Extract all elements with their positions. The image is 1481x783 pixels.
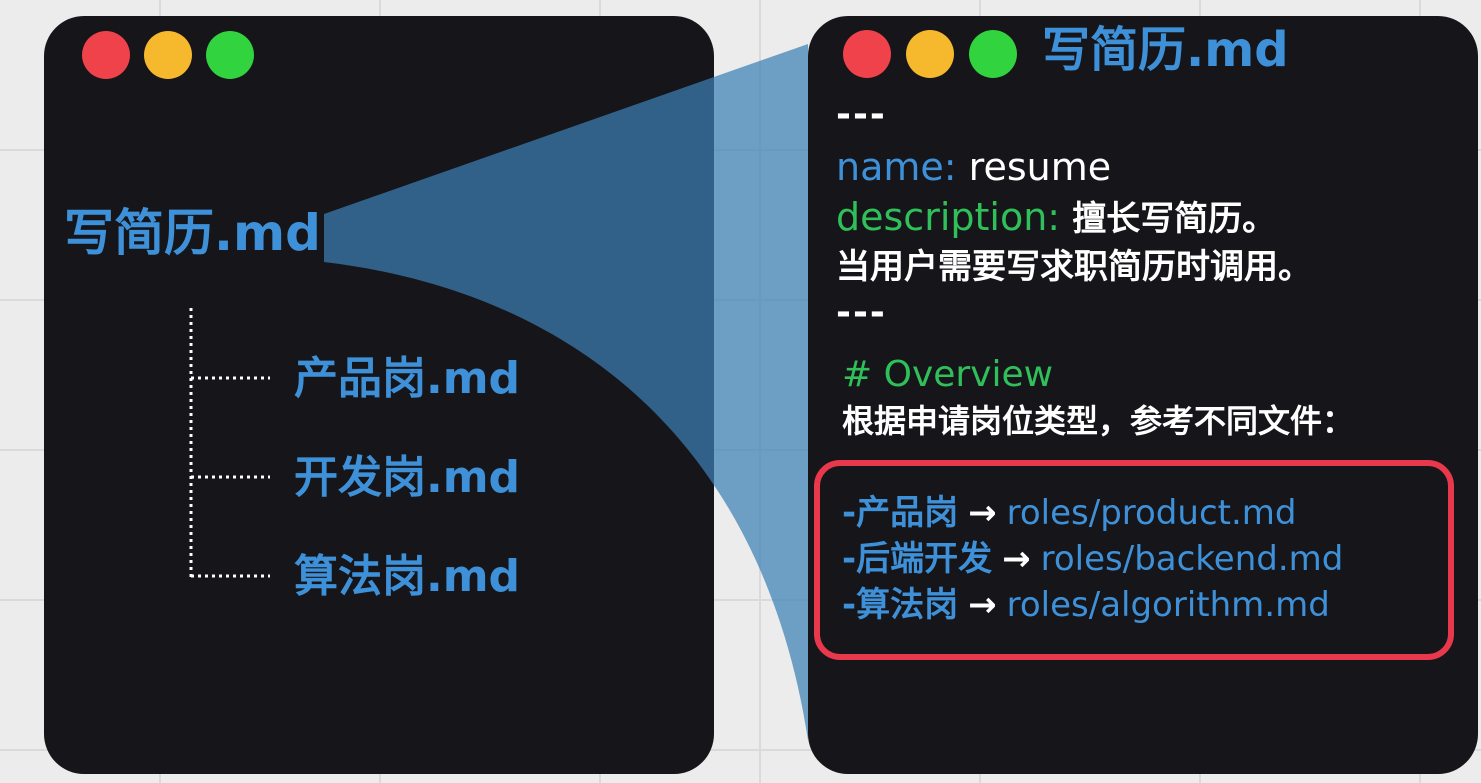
window-close-dot[interactable] (82, 31, 130, 79)
role-mapping-backend: -后端开发→roles/backend.md (842, 542, 1343, 576)
role-mapping-product: -产品岗→roles/product.md (842, 496, 1296, 530)
description-continuation: 当用户需要写求职简历时调用。 (836, 247, 1312, 287)
right-window (808, 16, 1478, 774)
frontmatter-description-line: description: 擅长写简历。 (836, 198, 1276, 236)
frontmatter-close: --- (836, 292, 887, 333)
arrow-right-icon: → (968, 493, 997, 533)
role-name: 产品岗 (856, 493, 959, 533)
window-maximize-dot[interactable] (206, 31, 254, 79)
arrow-right-icon: → (1002, 539, 1031, 579)
child-file-product: 产品岗.md (294, 353, 521, 404)
role-mapping-algorithm: -算法岗→roles/algorithm.md (842, 588, 1330, 622)
name-value: resume (968, 145, 1112, 189)
role-path: roles/backend.md (1040, 539, 1344, 579)
right-window-title: 写简历.md (1042, 22, 1289, 78)
left-window (44, 16, 714, 774)
role-path: roles/product.md (1006, 493, 1297, 533)
arrow-right-icon: → (968, 585, 997, 625)
frontmatter-name-line: name: resume (836, 148, 1111, 186)
role-name: 后端开发 (856, 539, 993, 579)
role-name: 算法岗 (856, 585, 959, 625)
role-prefix: - (842, 539, 857, 579)
role-path: roles/algorithm.md (1006, 585, 1330, 625)
description-key: description: (836, 195, 1061, 239)
window-minimize-dot[interactable] (906, 30, 954, 78)
frontmatter-open: --- (836, 94, 887, 135)
root-file-label: 写简历.md (64, 204, 321, 262)
window-minimize-dot[interactable] (144, 31, 192, 79)
overview-heading: # Overview (842, 354, 1054, 395)
window-close-dot[interactable] (843, 30, 891, 78)
name-key: name: (836, 145, 957, 189)
roles-highlight-box (814, 460, 1454, 660)
overview-text: 根据申请岗位类型，参考不同文件： (842, 402, 1355, 440)
role-prefix: - (842, 585, 857, 625)
child-file-dev: 开发岗.md (294, 452, 521, 503)
description-value: 擅长写简历。 (1072, 199, 1277, 239)
role-prefix: - (842, 493, 857, 533)
window-maximize-dot[interactable] (969, 30, 1017, 78)
child-file-algorithm: 算法岗.md (294, 551, 521, 602)
